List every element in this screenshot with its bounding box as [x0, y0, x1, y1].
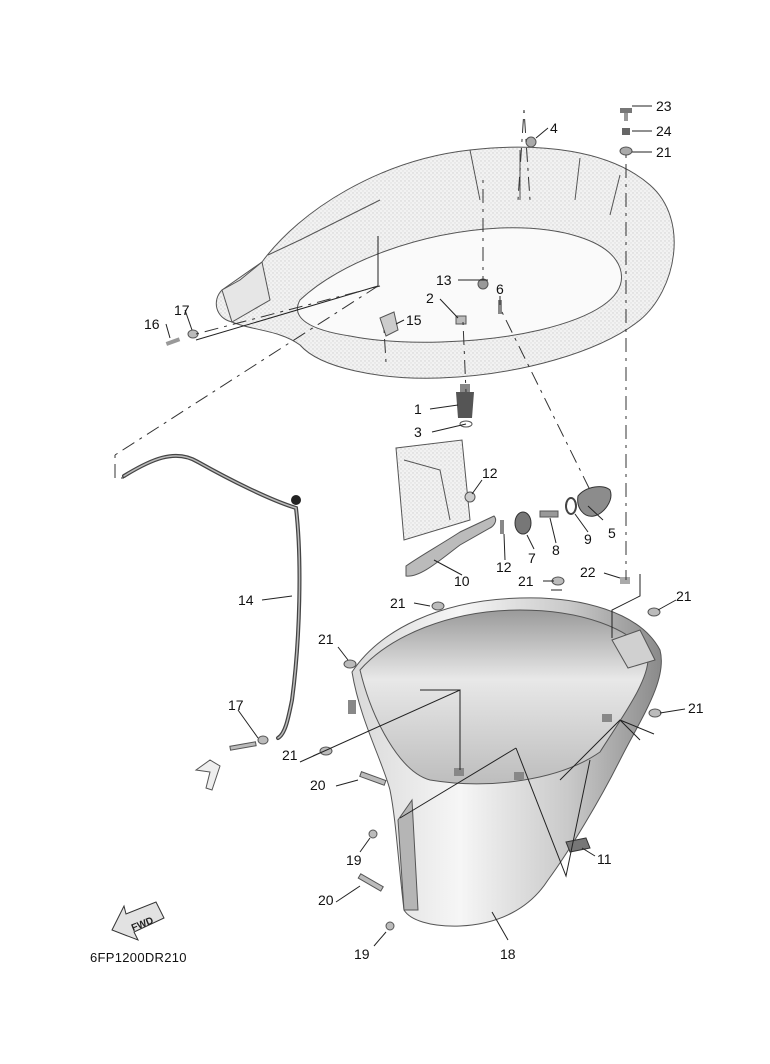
callout-2: 2: [426, 290, 434, 306]
callout-4: 4: [550, 120, 558, 136]
callout-12-upper: 12: [482, 465, 498, 481]
callout-3: 3: [414, 424, 422, 440]
callout-20-lower: 20: [318, 892, 334, 908]
callout-21-right: 21: [676, 588, 692, 604]
callout-20-upper: 20: [310, 777, 326, 793]
callout-17-top: 17: [174, 302, 190, 318]
callout-10: 10: [454, 573, 470, 589]
callout-5: 5: [608, 525, 616, 541]
diagram-code: 6FP1200DR210: [90, 950, 187, 965]
callout-labels: 23 24 21 4 13 2 6 15 17 16 1 3 12 5 7 8 …: [144, 98, 704, 962]
callout-23: 23: [656, 98, 672, 114]
fwd-arrow: FWD: [111, 901, 165, 941]
callout-13: 13: [436, 272, 452, 288]
callout-8: 8: [552, 542, 560, 558]
callout-21-left-lower: 21: [282, 747, 298, 763]
callout-22: 22: [580, 564, 596, 580]
water-hose: [122, 453, 302, 740]
leader-lines: [165, 105, 686, 947]
lock-bracket: [395, 439, 471, 541]
callout-12-lower: 12: [496, 559, 512, 575]
callout-11: 11: [597, 851, 612, 867]
callout-19-upper: 19: [346, 852, 362, 868]
callout-7: 7: [528, 550, 536, 566]
callout-24: 24: [656, 123, 672, 139]
callout-9: 9: [584, 531, 592, 547]
callout-21-center: 21: [518, 573, 534, 589]
callout-21-left-top: 21: [390, 595, 406, 611]
callout-14: 14: [238, 592, 254, 608]
callout-21-top: 21: [656, 144, 672, 160]
bottom-cowling: [348, 597, 662, 927]
callout-17-lower: 17: [228, 697, 244, 713]
callout-15: 15: [406, 312, 422, 328]
callout-1: 1: [414, 401, 422, 417]
callout-18: 18: [500, 946, 516, 962]
callout-19-lower: 19: [354, 946, 370, 962]
top-cowling: [195, 146, 675, 379]
callout-16: 16: [144, 316, 160, 332]
callout-21-left: 21: [318, 631, 334, 647]
alignment-lines: [114, 109, 627, 580]
callout-6: 6: [496, 281, 504, 297]
callout-21-right-lower: 21: [688, 700, 704, 716]
